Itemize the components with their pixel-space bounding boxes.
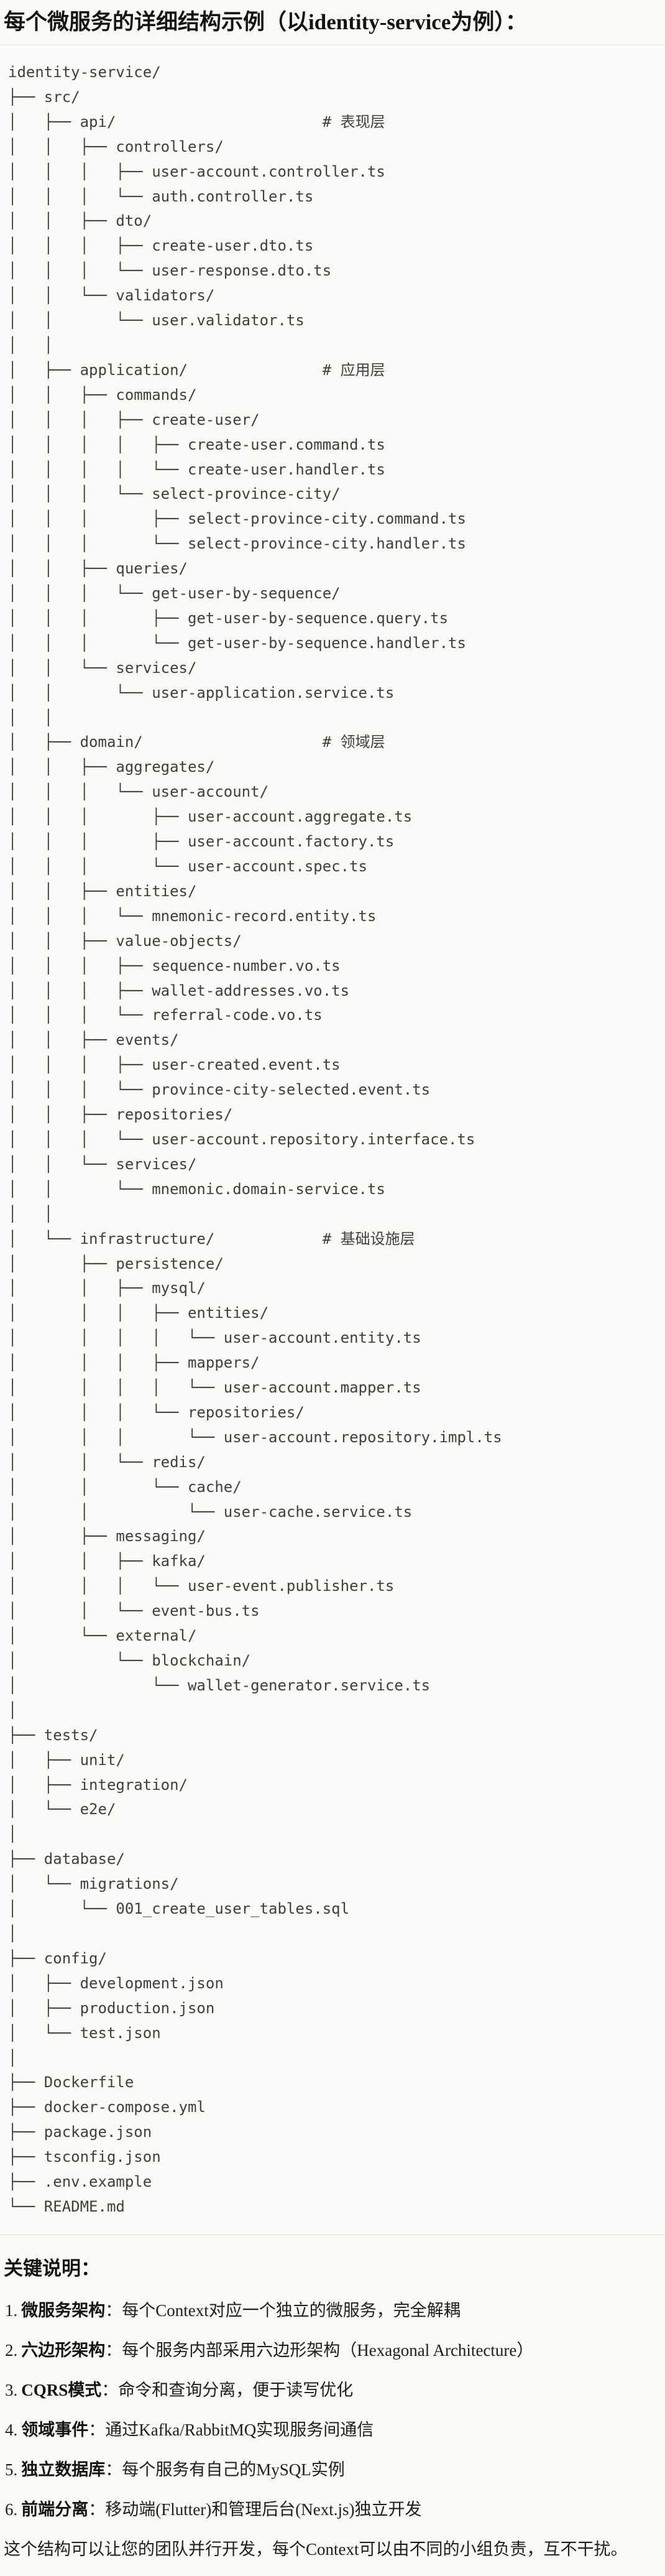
note-item-label: CQRS模式 (21, 2380, 102, 2399)
note-item-label: 领域事件 (21, 2420, 89, 2439)
note-item-text: ：通过Kafka/RabbitMQ实现服务间通信 (88, 2420, 374, 2439)
key-notes-heading: 关键说明： (4, 2257, 100, 2279)
note-item-text: ：每个服务有自己的MySQL实例 (105, 2460, 345, 2479)
note-item-text: ：命令和查询分离，便于读写优化 (101, 2380, 354, 2399)
directory-tree: identity-service/ ├── src/ │ ├── api/ # … (0, 45, 665, 2235)
note-item-label: 独立数据库 (21, 2460, 106, 2479)
note-item-label: 前端分离 (21, 2500, 89, 2519)
note-item-text: ：移动端(Flutter)和管理后台(Next.js)独立开发 (88, 2500, 422, 2519)
note-item: 3.CQRS模式：命令和查询分离，便于读写优化 (5, 2378, 661, 2402)
note-item-label: 微服务架构 (21, 2300, 106, 2320)
note-item-text: ：每个Context对应一个独立的微服务，完全解耦 (105, 2300, 461, 2320)
note-item-number: 1. (5, 2300, 18, 2320)
note-item: 1.微服务架构：每个Context对应一个独立的微服务，完全解耦 (5, 2299, 661, 2322)
note-item: 2.六边形架构：每个服务内部采用六边形架构（Hexagonal Architec… (5, 2338, 661, 2362)
note-item-label: 六边形架构 (21, 2340, 106, 2360)
note-item-number: 4. (5, 2420, 18, 2439)
page-title: 每个微服务的详细结构示例（以identity-service为例）： (4, 10, 527, 34)
note-item-text: ：每个服务内部采用六边形架构（Hexagonal Architecture） (105, 2340, 534, 2360)
note-item-number: 3. (5, 2380, 18, 2399)
closing-paragraph: 这个结构可以让您的团队并行开发，每个Context可以由不同的小组负责，互不干扰… (4, 2539, 628, 2559)
note-item: 4.领域事件：通过Kafka/RabbitMQ实现服务间通信 (5, 2418, 661, 2442)
key-notes-section: 关键说明： 1.微服务架构：每个Context对应一个独立的微服务，完全解耦 2.… (0, 2255, 665, 2561)
note-item: 5.独立数据库：每个服务有自己的MySQL实例 (5, 2458, 661, 2481)
note-item-number: 2. (5, 2340, 18, 2360)
note-item: 6.前端分离：移动端(Flutter)和管理后台(Next.js)独立开发 (5, 2498, 661, 2521)
note-item-number: 6. (5, 2500, 18, 2519)
note-item-number: 5. (5, 2460, 18, 2479)
